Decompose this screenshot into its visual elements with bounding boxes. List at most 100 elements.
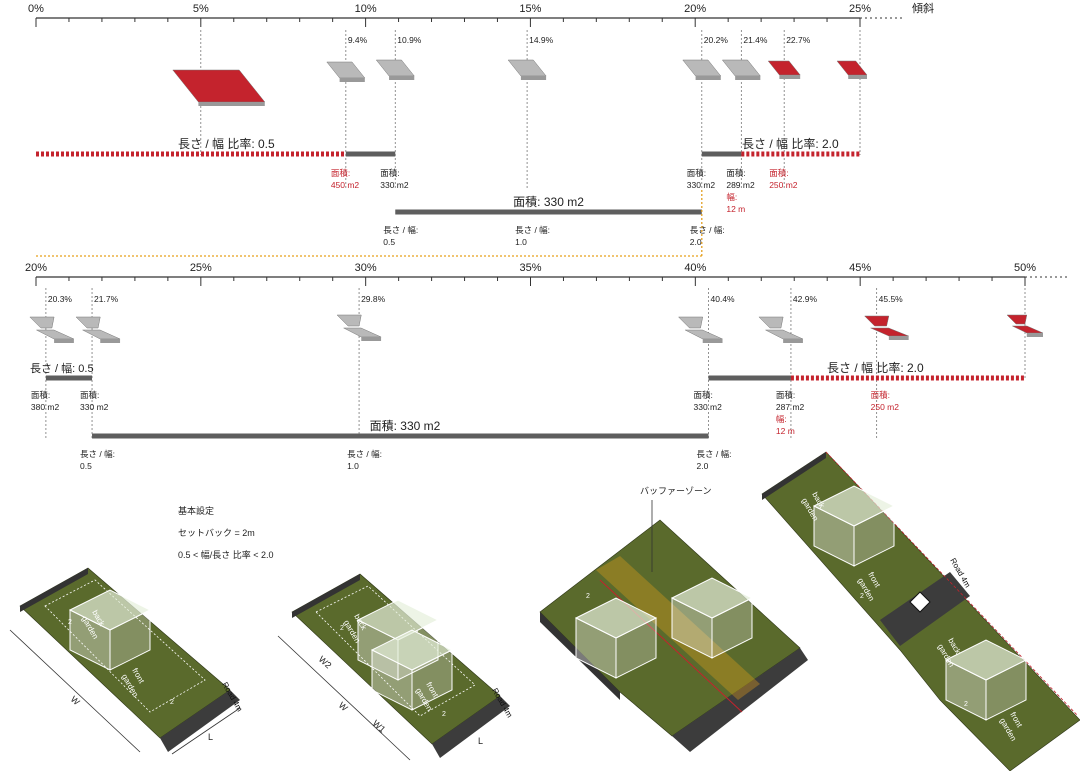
axis2-marker-label: 29.8% <box>361 294 386 304</box>
area2-label: 面積: <box>31 390 50 400</box>
settings-panel: 基本設定 セットバック = 2m 0.5 < 幅/長さ 比率 < 2.0 <box>178 500 274 566</box>
axis1-marker-label: 14.9% <box>529 35 554 45</box>
area2-label: 面積: <box>694 390 713 400</box>
area2-label: 幅: <box>776 414 787 424</box>
slope-block-5-side <box>198 102 264 106</box>
length-width-label: 長さ / 幅: <box>383 225 418 235</box>
slope-block-25-side <box>848 75 867 79</box>
area2-label: 330 m2 <box>80 402 109 412</box>
area-label: 面積: <box>769 168 788 178</box>
length-width-label2: 0.5 <box>80 461 92 471</box>
area-label: 450 m2 <box>331 180 360 190</box>
slope-block-22-7 <box>768 61 800 75</box>
axis2-tick-label: 30% <box>355 262 377 274</box>
slope-block2-20-3-upper <box>30 317 54 328</box>
slope-block2-20-3-lower <box>36 330 73 339</box>
slope-block2-29-8-upper <box>337 315 361 326</box>
slope-block-9-4-side <box>340 78 365 82</box>
area2-330-label: 面積: 330 m2 <box>370 418 441 433</box>
slope-block2-20-3-side <box>54 339 74 343</box>
area2-label: 面積: <box>871 390 890 400</box>
area2-label: 250 m2 <box>871 402 900 412</box>
slope-block-10-9-side <box>389 76 414 80</box>
area-label: 面積: <box>726 168 745 178</box>
setback-mark: 2 <box>170 699 174 706</box>
length-width-label: 0.5 <box>383 237 395 247</box>
slope-block-5 <box>173 70 265 102</box>
axis2-marker-label: 21.7% <box>94 294 119 304</box>
slope-block2-42-9-side <box>783 339 803 343</box>
axis1-marker-label: 10.9% <box>397 35 422 45</box>
area-330-label: 面積: 330 m2 <box>513 194 584 209</box>
axis1-slope-label: 傾斜 <box>912 1 934 15</box>
slope-block-10-9 <box>376 60 414 76</box>
area2-label: 12 m <box>776 426 795 436</box>
buffer-zone-label: バッファーゾーン <box>640 486 712 496</box>
ratio2-20-label: 長さ / 幅 比率: 2.0 <box>827 360 924 375</box>
area-label: 面積: <box>380 168 399 178</box>
axis1-tick-label: 15% <box>519 3 541 15</box>
axis1-tick-label: 5% <box>193 3 209 15</box>
axis2-marker-label: 20.3% <box>48 294 73 304</box>
axis1-marker-label: 20.2% <box>704 35 729 45</box>
slope-block2-40-4-lower <box>685 330 722 339</box>
slope-block2-29-8-side <box>361 337 381 341</box>
length-width-label: 1.0 <box>515 237 527 247</box>
area-label: 250 m2 <box>769 180 798 190</box>
slope-block2-50-upper <box>1007 315 1027 324</box>
area-label: 12 m <box>726 204 745 214</box>
axis1-marker-label: 9.4% <box>348 35 368 45</box>
slope-block-14-9 <box>508 60 546 76</box>
length-width-label2: 2.0 <box>697 461 709 471</box>
area-label: 330 m2 <box>687 180 716 190</box>
length-width-label2: 長さ / 幅: <box>347 449 382 459</box>
area-label: 面積: <box>331 168 350 178</box>
axis2-tick-label: 35% <box>519 262 541 274</box>
slope-block-21-4 <box>722 60 760 76</box>
setback-mark: 2 <box>442 711 446 718</box>
slope-block-20-2-side <box>696 76 721 80</box>
slope-block2-50-lower <box>1012 326 1043 333</box>
area-label: 幅: <box>726 192 737 202</box>
slope-block2-21-7-lower <box>83 330 120 339</box>
slope-block2-29-8-lower <box>344 328 381 337</box>
slope-block2-21-7-upper <box>76 317 100 328</box>
axis2-marker-label: 42.9% <box>793 294 818 304</box>
slope-block-25 <box>837 61 867 75</box>
setback-mark: 2 <box>964 701 968 708</box>
axis2-tick-label: 25% <box>190 262 212 274</box>
area-label: 289 m2 <box>726 180 755 190</box>
area-label: 330 m2 <box>380 180 409 190</box>
setback-mark: 2 <box>68 619 72 626</box>
length-width-label2: 1.0 <box>347 461 359 471</box>
length-width-label2: 長さ / 幅: <box>80 449 115 459</box>
setback-mark: 2 <box>340 625 344 632</box>
length-width-label: 長さ / 幅: <box>515 225 550 235</box>
setback-mark: 2 <box>860 593 864 600</box>
axis2-tick-label: 40% <box>684 262 706 274</box>
axis2-tick-label: 20% <box>25 262 47 274</box>
slope-block2-45-5-upper <box>865 316 889 326</box>
slope-block2-42-9-lower <box>766 330 803 339</box>
slope-block2-40-4-side <box>703 339 723 343</box>
axis1-tick-label: 10% <box>355 3 377 15</box>
slope-block2-45-5-side <box>889 336 909 340</box>
axis1-tick-label: 20% <box>684 3 706 15</box>
axis2-marker-label: 45.5% <box>879 294 904 304</box>
settings-setback: セットバック = 2m <box>178 522 274 544</box>
length-width-label: 2.0 <box>690 237 702 247</box>
axis2-marker-label: 40.4% <box>711 294 736 304</box>
slope-block-9-4 <box>327 62 365 78</box>
dim-w2-label: W2 <box>317 654 334 670</box>
slope-block-14-9-side <box>521 76 546 80</box>
slope-block-20-2 <box>683 60 721 76</box>
slope-block2-21-7-side <box>100 339 120 343</box>
ratio2-05-label: 長さ / 幅: 0.5 <box>30 362 94 375</box>
area2-label: 面積: <box>80 390 99 400</box>
axis1-marker-label: 22.7% <box>786 35 811 45</box>
area2-label: 面積: <box>776 390 795 400</box>
axis1-tick-label: 25% <box>849 3 871 15</box>
axis2-tick-label: 45% <box>849 262 871 274</box>
